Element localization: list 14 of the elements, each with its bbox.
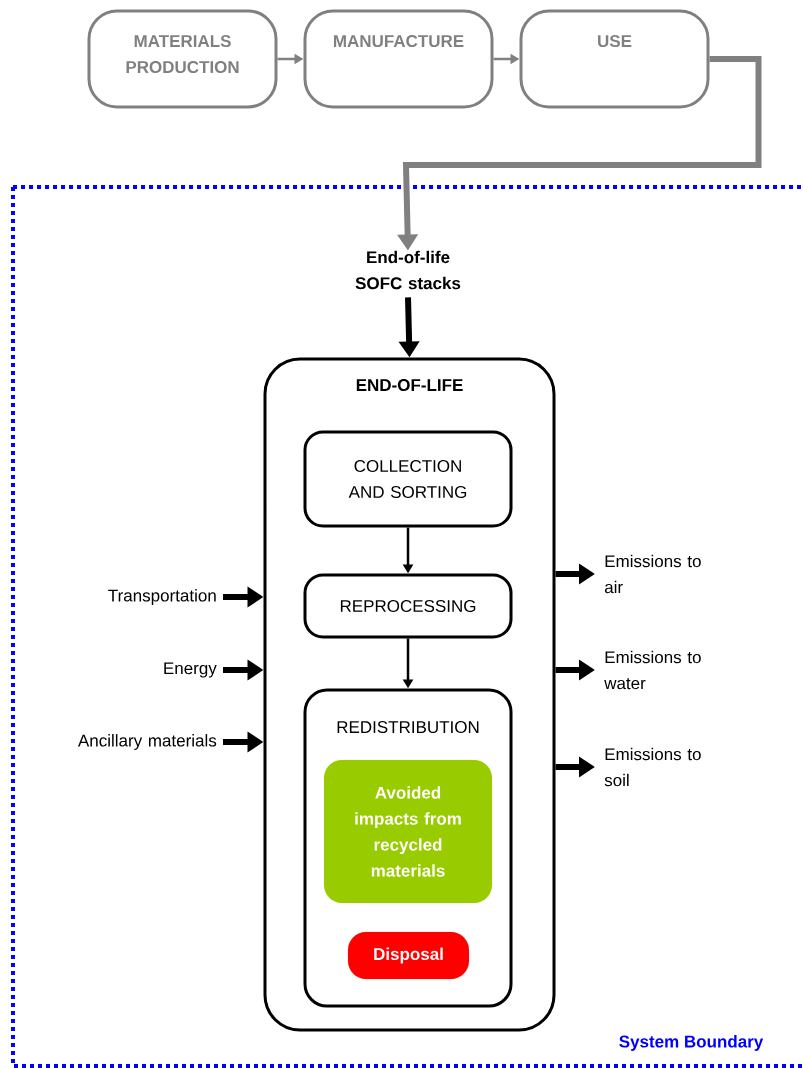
flow-label: Emissions to water [604, 650, 701, 690]
flow-label: Emissions to soil [604, 747, 701, 787]
flow-label: Ancillary materials [77, 734, 217, 750]
flow-label: End-of-life SOFC stacks [355, 250, 461, 290]
process-box: MATERIALS PRODUCTION [87, 9, 278, 109]
process-box: REPROCESSING [303, 573, 513, 639]
process-box: COLLECTION AND SORTING [303, 430, 513, 528]
process-box: MANUFACTURE [303, 9, 494, 109]
process-box: Disposal [347, 931, 470, 980]
flow-label: Emissions to air [604, 554, 701, 594]
process-box: USE [519, 9, 710, 109]
flow-label: Energy [164, 662, 217, 678]
flow-label: Transportation [108, 589, 216, 605]
process-box: Avoided impacts from recycled materials [323, 759, 493, 904]
